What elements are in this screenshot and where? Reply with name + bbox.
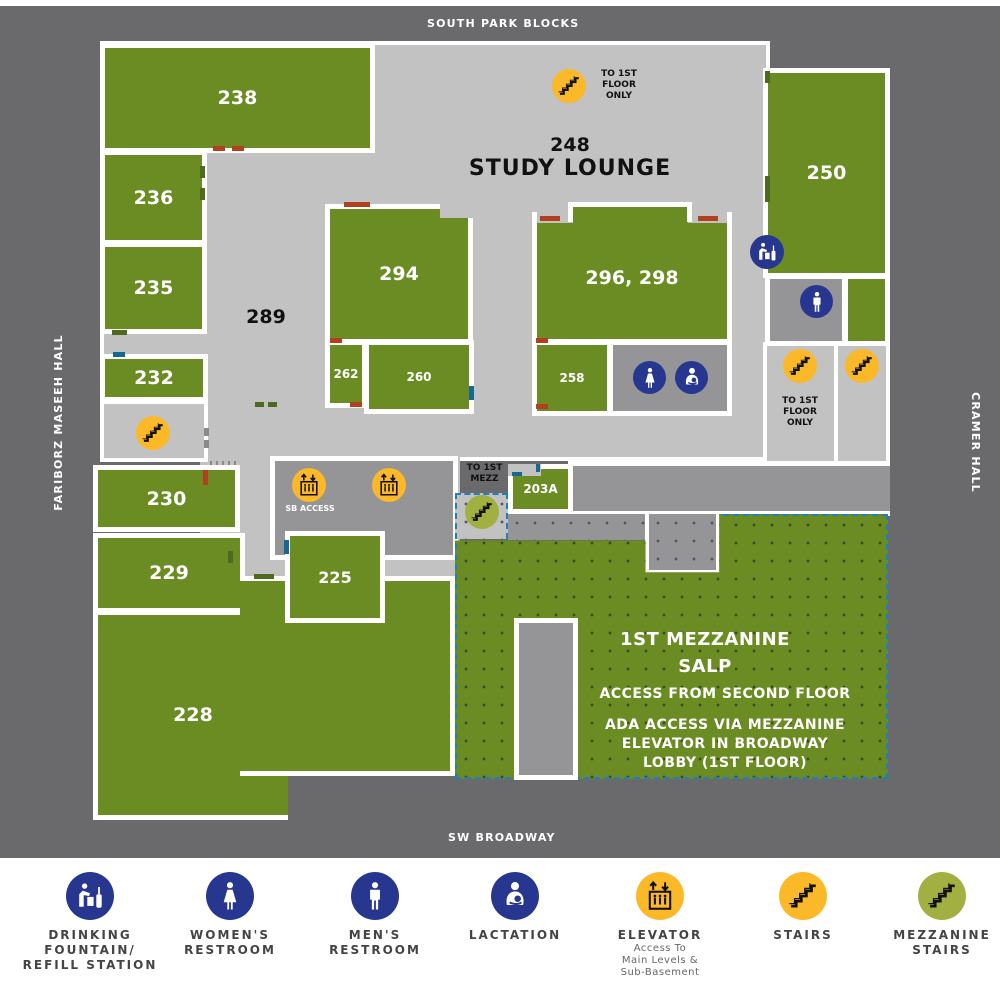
door (113, 352, 125, 357)
room-235[interactable]: 235 (100, 242, 207, 334)
room-250[interactable]: 250 (763, 68, 890, 278)
door (203, 470, 208, 485)
building-notch (288, 776, 456, 822)
mens-restroom-room (765, 274, 847, 346)
mens-restroom-icon (351, 872, 399, 920)
mens-restroom-icon[interactable] (800, 285, 833, 318)
door (284, 540, 289, 554)
notch (440, 204, 473, 218)
sb-access-label: SB ACCESS (285, 504, 335, 513)
street-label-south: SW BROADWAY (448, 831, 556, 844)
legend-lactation: LACTATION (445, 872, 585, 943)
mezzanine-subtitle: SALP (678, 656, 732, 677)
mezzanine-stairs-icon (918, 872, 966, 920)
stairs-icon[interactable] (783, 349, 817, 383)
door (200, 188, 205, 200)
room-225[interactable]: 225 (285, 531, 385, 623)
mezz-walkway-bay (645, 514, 720, 574)
elevator-icon[interactable] (292, 468, 326, 502)
service-corridor (568, 461, 890, 516)
street-label-north: SOUTH PARK BLOCKS (427, 17, 580, 30)
door (204, 440, 209, 448)
womens-restroom-room (608, 340, 732, 416)
door (213, 146, 225, 151)
study-lounge-name: STUDY LOUNGE (468, 156, 672, 181)
elevator-icon[interactable] (372, 468, 406, 502)
door (765, 176, 770, 202)
stairs-icon[interactable] (552, 69, 586, 103)
room-232[interactable]: 232 (100, 354, 208, 402)
room-289-label: 289 (246, 306, 286, 328)
door (536, 338, 548, 343)
room-229[interactable]: 229 (93, 533, 245, 613)
door (204, 428, 209, 436)
room-294[interactable]: 294 (325, 204, 473, 344)
study-lounge-number: 248 (550, 134, 590, 156)
room-238[interactable]: 238 (100, 43, 375, 153)
stairs-icon (779, 872, 827, 920)
mezzanine-title: 1ST MEZZANINE (620, 629, 790, 650)
door (228, 551, 233, 563)
door (232, 146, 244, 151)
door (344, 202, 370, 207)
door (536, 464, 540, 472)
door (254, 574, 274, 579)
street-label-east: CRAMER HALL (968, 392, 982, 493)
door (200, 166, 205, 178)
drinking-fountain-icon[interactable] (750, 235, 784, 269)
room-258[interactable]: 258 (532, 340, 612, 416)
womens-restroom-icon (206, 872, 254, 920)
door (469, 386, 474, 400)
floor-map: SOUTH PARK BLOCKS SW BROADWAY FARIBORZ M… (0, 6, 1000, 858)
elevator-icon (636, 872, 684, 920)
street-label-west: FARIBORZ MASEEH HALL (51, 334, 65, 511)
door (350, 402, 362, 407)
room-250-annex (843, 274, 890, 346)
stairs-icon[interactable] (845, 349, 879, 383)
door (268, 402, 277, 407)
mezz-void (514, 618, 578, 780)
door (536, 404, 548, 409)
door (112, 330, 127, 335)
door (765, 71, 770, 83)
door (698, 216, 718, 221)
mezzanine-ada-note: ADA ACCESS VIA MEZZANINE ELEVATOR IN BRO… (604, 717, 846, 771)
door (540, 216, 560, 221)
room-236[interactable]: 236 (100, 150, 207, 245)
room-230[interactable]: 230 (93, 465, 240, 532)
room-296-298-top (568, 202, 692, 222)
mezzanine-access: ACCESS FROM SECOND FLOOR (599, 686, 851, 702)
door (330, 338, 342, 343)
legend-stairs: STAIRS (733, 872, 873, 943)
lactation-icon (491, 872, 539, 920)
room-262[interactable]: 262 (325, 340, 367, 408)
mezzanine-stairs-icon[interactable] (465, 495, 499, 529)
stairs-icon[interactable] (136, 416, 170, 450)
room-296-298[interactable]: 296, 298 (532, 212, 732, 344)
lactation-icon[interactable] (675, 361, 708, 394)
door (255, 402, 264, 407)
womens-restroom-icon[interactable] (633, 361, 666, 394)
drinking-fountain-icon (66, 872, 114, 920)
door (512, 472, 522, 476)
mezz-walkway (508, 514, 653, 540)
room-260[interactable]: 260 (364, 340, 474, 414)
